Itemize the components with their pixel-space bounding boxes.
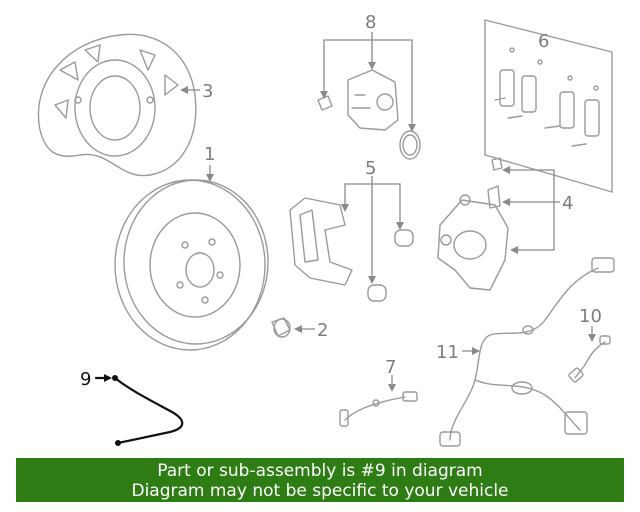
callout-7: 7 bbox=[385, 357, 396, 392]
callout-7-label: 7 bbox=[385, 357, 396, 378]
callout-8: 8 bbox=[320, 12, 416, 132]
callout-11-label: 11 bbox=[436, 342, 459, 363]
callout-10: 10 bbox=[579, 306, 602, 342]
parts-diagram: 3 1 2 8 bbox=[37, 12, 615, 447]
caliper-housing-part[interactable] bbox=[437, 157, 509, 291]
callout-1: 1 bbox=[204, 144, 215, 182]
callout-4-label: 4 bbox=[562, 193, 573, 214]
part-info-banner: Part or sub-assembly is #9 in diagram Di… bbox=[16, 458, 624, 502]
callout-2-label: 2 bbox=[317, 320, 328, 341]
banner-line-2: Diagram may not be specific to your vehi… bbox=[131, 481, 509, 501]
pad-wear-sensor-part[interactable] bbox=[339, 391, 418, 427]
speed-sensor-part[interactable] bbox=[568, 335, 611, 383]
callout-3-label: 3 bbox=[202, 81, 213, 102]
callout-3: 3 bbox=[180, 81, 213, 102]
brake-pad-kit-part[interactable] bbox=[484, 19, 613, 193]
callout-5: 5 bbox=[341, 158, 404, 284]
speed-sensor-harness-part[interactable] bbox=[439, 257, 615, 447]
highlighted-part-9[interactable] bbox=[112, 375, 184, 446]
callout-8-label: 8 bbox=[365, 12, 376, 33]
dust-shield-part[interactable] bbox=[37, 33, 197, 177]
callout-11: 11 bbox=[436, 342, 480, 363]
callout-1-label: 1 bbox=[204, 144, 215, 165]
callout-4: 4 bbox=[502, 166, 573, 254]
callout-9-label: 9 bbox=[80, 369, 91, 390]
callout-6: 6 bbox=[538, 31, 549, 52]
caliper-bracket-part[interactable] bbox=[289, 197, 414, 302]
callout-5-label: 5 bbox=[365, 158, 376, 179]
banner-line-1: Part or sub-assembly is #9 in diagram bbox=[157, 461, 483, 481]
callout-9: 9 bbox=[80, 369, 112, 390]
callout-10-label: 10 bbox=[579, 306, 602, 327]
caliper-kit-part[interactable] bbox=[317, 69, 421, 160]
callout-2: 2 bbox=[294, 320, 328, 341]
brake-rotor-part[interactable] bbox=[114, 179, 269, 351]
callout-6-label: 6 bbox=[538, 31, 549, 52]
bolt-part[interactable] bbox=[271, 317, 291, 338]
